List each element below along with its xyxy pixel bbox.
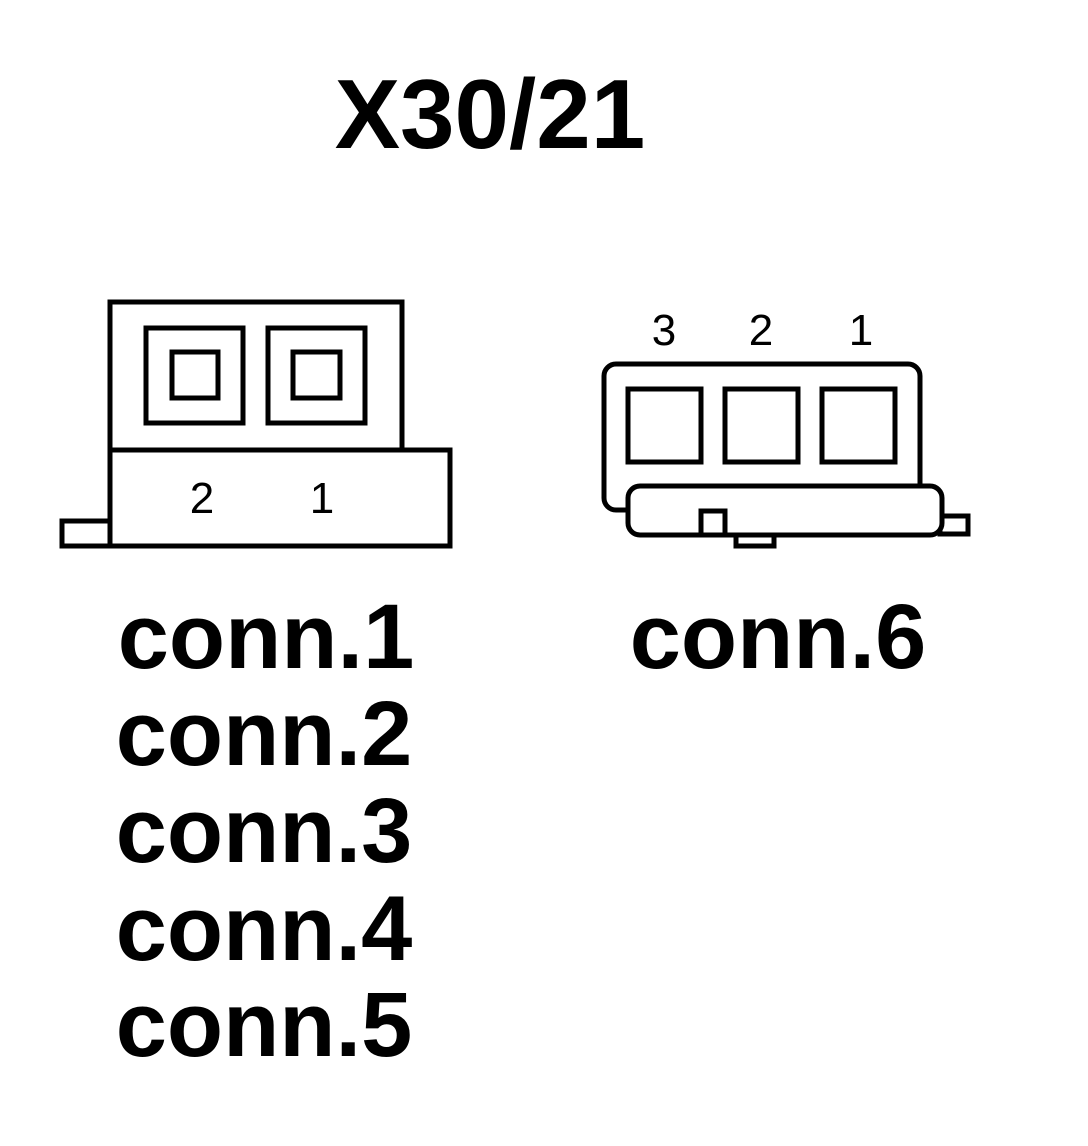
connector-3pin-cavity-3 [625,386,704,465]
connector-3pin-latch-bar [625,483,945,538]
connector-2pin-upper-housing [107,299,405,453]
connector-2pin-left-tab [59,518,113,549]
connector-3pin-pin-label: 3 [652,306,676,355]
connector-2pin-cavity-1 [265,325,368,426]
connector-3pin-cavity-1 [819,386,898,465]
connector-3pin-pin-label: 2 [749,306,773,355]
connector-3pin-latch-notch [698,508,728,538]
connector-3pin: 3 2 1 [601,306,971,549]
connector-label: conn.3 [116,780,412,882]
connector-label: conn.6 [630,586,926,688]
connector-2pin: 2 1 [59,299,453,549]
connector-3pin-pin-label: 1 [849,306,873,355]
connector-2pin-pin-label: 2 [190,474,214,523]
connector-2pin-cavity-2 [143,325,246,426]
connector-label: conn.5 [116,974,412,1076]
connector-label: conn.1 [118,586,414,688]
connector-3pin-cavity-2 [722,386,801,465]
connector-2pin-pin-label: 1 [310,474,334,523]
connector-label: conn.4 [116,878,412,980]
connector-2pin-lower-body [107,447,453,549]
diagram-title: X30/21 [335,59,646,169]
connector-label: conn.2 [116,683,412,785]
